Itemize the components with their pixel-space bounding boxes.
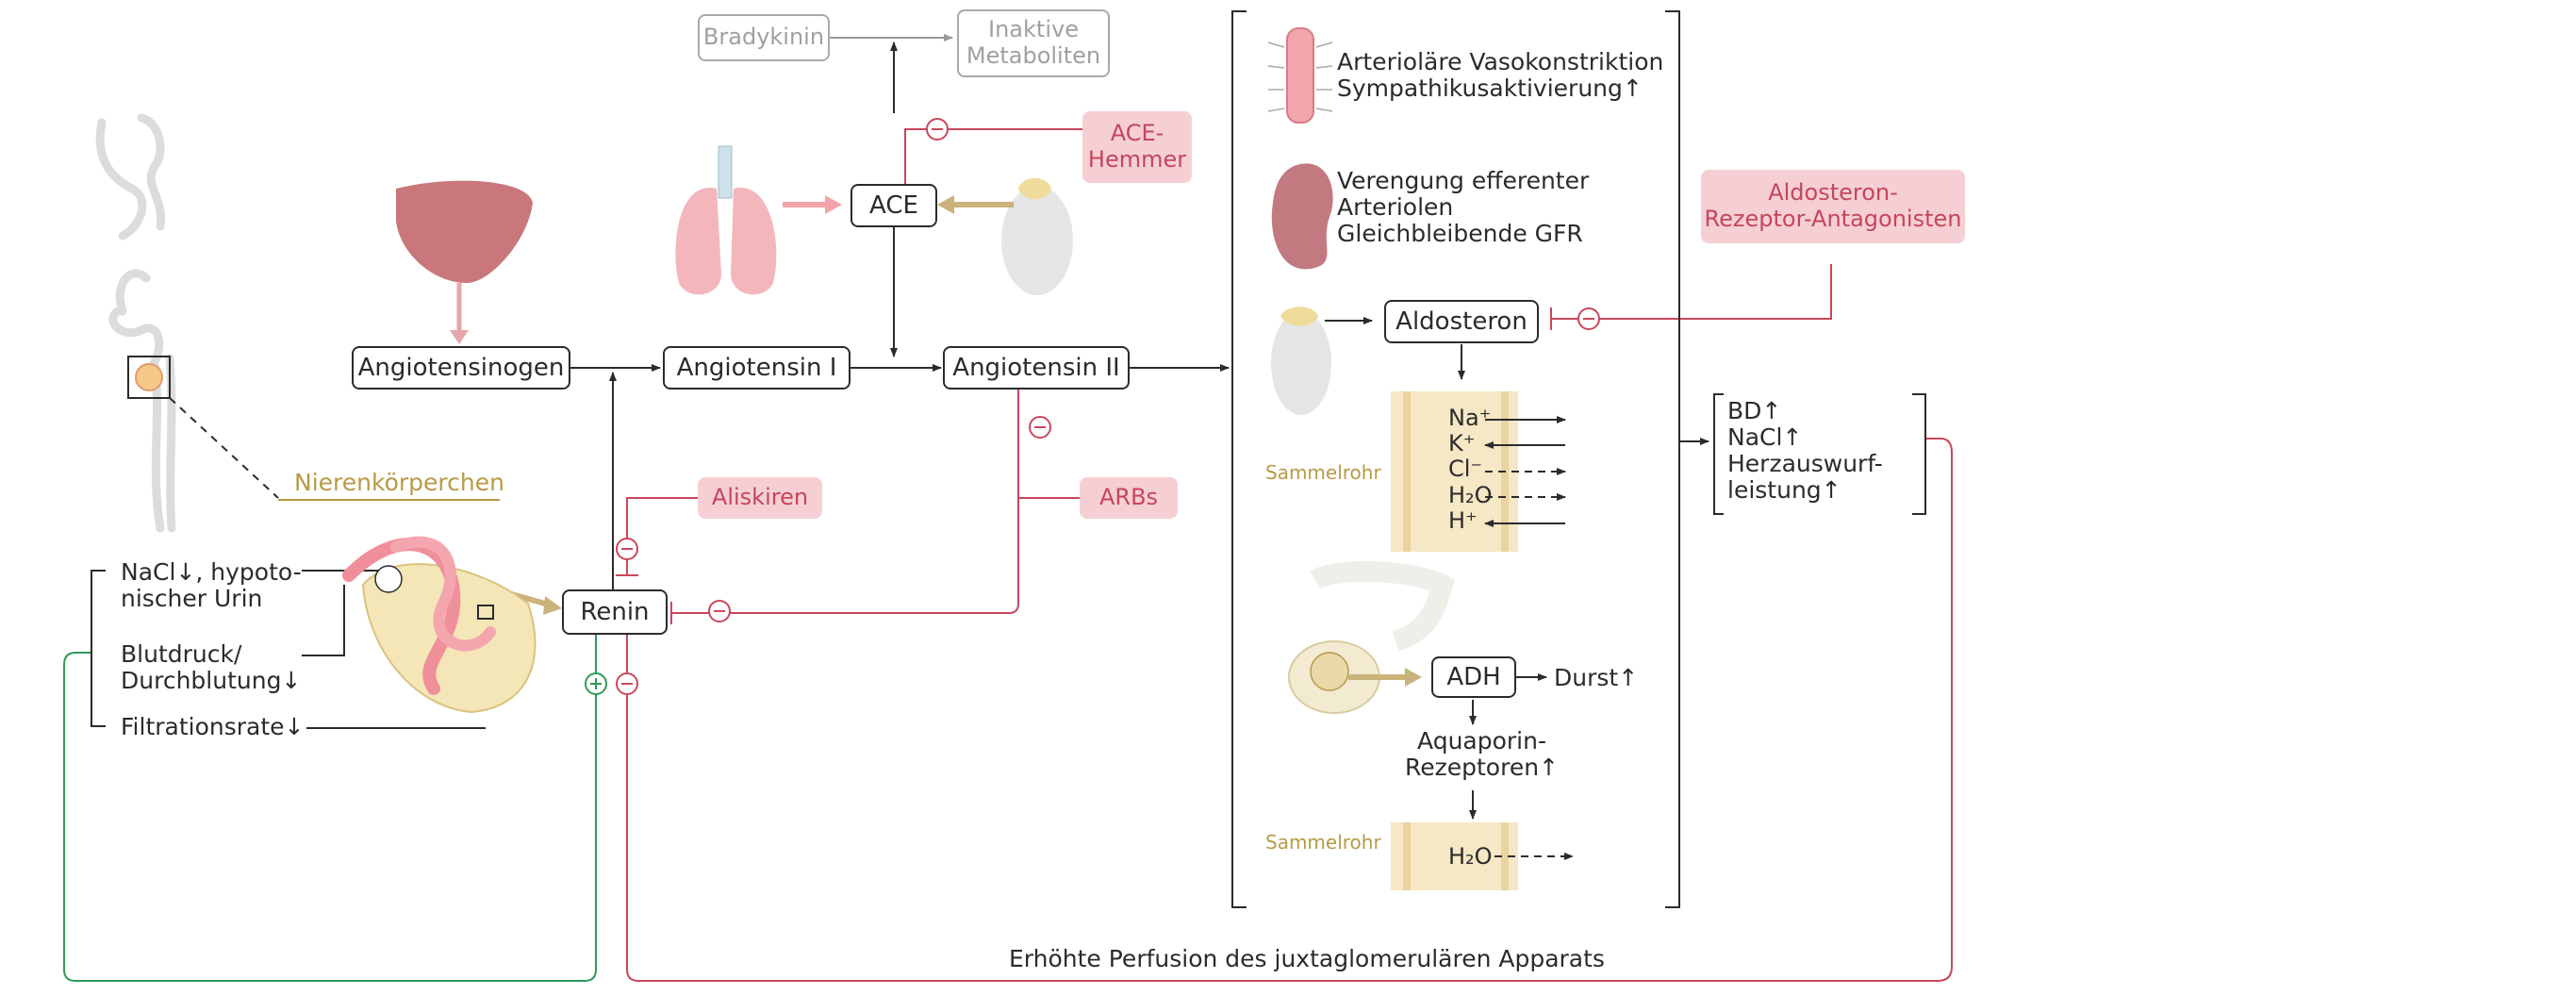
pituitary-illustration [1288,560,1456,714]
juxtaglomerular-illustration [342,536,537,714]
angiotensin-i-box: Angiotensin I [663,346,850,390]
nephron-illustration [95,113,176,533]
collecting-duct-label: Sammelrohr [1265,461,1381,484]
thirst-label: Durst↑ [1554,664,1639,691]
aldosterone-antagonists-box: Aldosteron- Rezeptor-Antagonisten [1701,170,1965,243]
ace-inhibitor-box: ACE- Hemmer [1082,111,1192,183]
filtration-trigger-label: Filtrationsrate↓ [121,713,305,740]
blood-pressure-trigger-label: Blutdruck/ Durchblutung↓ [121,640,302,694]
aliskiren-box: Aliskiren [698,477,822,519]
adrenal-illustration [1271,311,1331,415]
collecting-duct-illustration [1391,391,1518,552]
liver-illustration [396,180,533,283]
bradykinin-box: Bradykinin [698,14,830,61]
inactive-metabolites-box: Inaktive Metaboliten [957,9,1110,77]
ion-water: H₂O [1448,482,1493,508]
aldosterone-antagonists-label: Aldosteron- Rezeptor-Antagonisten [1704,179,1962,232]
adrenal-kidney-illustration [1001,186,1073,295]
nacl-trigger-label: NaCl↓, hypoto- nischer Urin [121,558,302,612]
outcome-label: BD↑ NaCl↑ Herzauswurf- leistung↑ [1727,397,1883,504]
renal-corpuscle-label: Nierenkörperchen [294,469,504,496]
stimulation-line [63,632,597,982]
water-reabsorption-label: H₂O [1448,843,1493,870]
aldosterone-box: Aldosteron [1384,300,1539,343]
kidney-efferent-illustration [1271,163,1333,270]
ion-hydrogen: H⁺ [1448,507,1478,534]
vasoconstriction-label: Arterioläre Vasokonstriktion Sympathikus… [1337,48,1664,102]
ion-potassium: K⁺ [1448,430,1476,456]
feedback-label: Erhöhte Perfusion des juxtaglomerulären … [1009,945,1605,972]
angiotensin-ii-box: Angiotensin II [943,346,1130,390]
arteriole-illustration [1267,27,1333,124]
aquaporin-label: Aquaporin- Rezeptoren↑ [1405,727,1560,781]
arbs-box: ARBs [1080,477,1178,519]
lungs-illustration [675,145,777,295]
ace-box: ACE [850,184,937,227]
renin-box: Renin [562,589,668,635]
collecting-duct-2-label: Sammelrohr [1265,831,1381,854]
corpuscle-highlight [127,356,171,399]
angiotensinogen-box: Angiotensinogen [352,346,570,390]
ace-inhibitor-label: ACE- Hemmer [1087,120,1187,173]
inactive-metabolites-label: Inaktive Metaboliten [966,16,1101,69]
efferent-arterioles-label: Verengung efferenter Arteriolen Gleichbl… [1337,167,1590,247]
ion-chloride: Cl⁻ [1448,456,1483,482]
ion-sodium: Na⁺ [1448,405,1492,431]
adh-box: ADH [1431,656,1516,698]
